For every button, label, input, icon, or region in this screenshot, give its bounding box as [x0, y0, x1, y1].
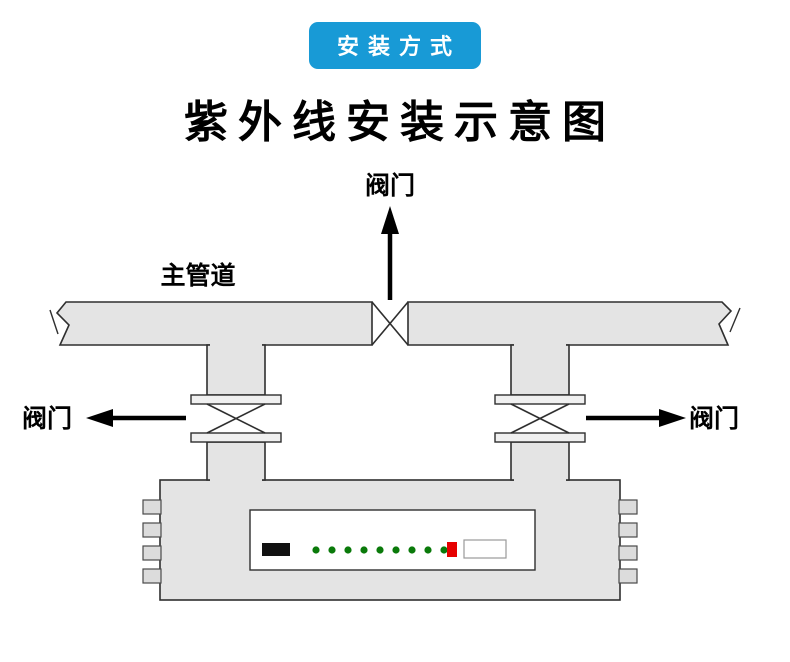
device-tab	[618, 522, 638, 538]
valve-right-icon	[510, 403, 570, 434]
led-row	[312, 546, 448, 554]
main-pipe	[49, 301, 741, 346]
device-tab	[618, 545, 638, 561]
branch-pipe	[206, 344, 266, 396]
label-main-pipe: 主管道	[160, 261, 235, 290]
device-tab	[142, 522, 162, 538]
device-tab	[142, 545, 162, 561]
valve-flange	[190, 432, 282, 443]
led-dot	[424, 546, 432, 554]
arrow-left-icon	[86, 409, 186, 427]
control-device	[142, 479, 638, 601]
led-dot	[440, 546, 448, 554]
arrow-up-icon	[381, 206, 399, 300]
label-valve-left: 阀门	[22, 404, 72, 433]
branch-left	[190, 341, 282, 484]
main-pipe-right	[407, 301, 733, 346]
method-badge: 安装方式	[308, 22, 482, 69]
panel-red-indicator	[447, 542, 457, 557]
branch-pipe	[510, 441, 570, 481]
valve-left-icon	[206, 403, 266, 434]
pipe-break-mark	[729, 307, 741, 333]
valve-flange	[190, 394, 282, 405]
device-tab	[142, 568, 162, 584]
branch-pipe	[510, 344, 570, 396]
led-dot	[376, 546, 384, 554]
led-dot	[344, 546, 352, 554]
device-tab	[618, 568, 638, 584]
installation-diagram: 阀门 主管道 阀门 阀门	[22, 171, 741, 601]
valve-flange	[494, 394, 586, 405]
branch-right	[494, 341, 586, 484]
device-tab	[618, 499, 638, 515]
panel-white-block	[463, 539, 507, 559]
label-valve-right: 阀门	[689, 404, 739, 433]
valve-flange	[494, 432, 586, 443]
branch-pipe	[206, 441, 266, 481]
pipe-break-mark	[49, 309, 59, 335]
device-tab	[142, 499, 162, 515]
page-title: 紫外线安装示意图	[184, 97, 616, 148]
valve-center-icon	[371, 301, 409, 346]
led-dot	[408, 546, 416, 554]
main-pipe-left	[55, 301, 373, 346]
led-dot	[360, 546, 368, 554]
led-dot	[328, 546, 336, 554]
arrow-right-icon	[586, 409, 686, 427]
panel-black-block	[262, 543, 290, 556]
led-dot	[392, 546, 400, 554]
label-valve-top: 阀门	[365, 171, 415, 200]
led-dot	[312, 546, 320, 554]
